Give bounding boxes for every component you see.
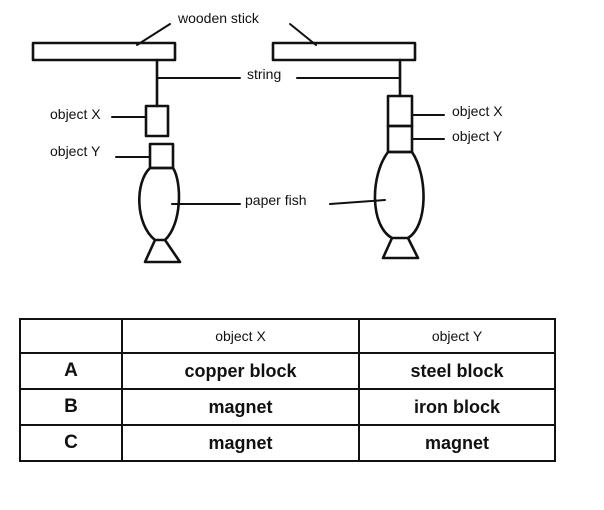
fishing-diagram: wooden stick string object X object Y pa… (31, 10, 503, 264)
cell-object-y-c: magnet (358, 424, 556, 462)
option-label-a: A (19, 352, 123, 390)
pointer-wooden-stick-right (289, 23, 317, 46)
table-header-row: object X object Y (19, 318, 556, 354)
label-object-x-right: object X (452, 103, 503, 119)
left-paper-fish-tail (143, 238, 182, 264)
label-wooden-stick: wooden stick (177, 10, 260, 26)
label-string: string (247, 66, 281, 82)
label-object-y-left: object Y (50, 143, 101, 159)
header-cell-object-y: object Y (358, 318, 556, 354)
answer-table: object X object Y A copper block steel b… (19, 318, 556, 462)
cell-object-x-c: magnet (121, 424, 360, 462)
label-object-x-left: object X (50, 106, 101, 122)
option-label-b: B (19, 388, 123, 426)
option-label-c: C (19, 424, 123, 462)
label-paper-fish: paper fish (245, 192, 306, 208)
pointer-wooden-stick-left (136, 23, 171, 46)
right-wooden-stick (271, 41, 417, 62)
label-object-y-right: object Y (452, 128, 503, 144)
right-paper-fish-tail (381, 236, 420, 260)
left-object-x (144, 104, 170, 138)
right-setup (271, 41, 425, 260)
left-wooden-stick (31, 41, 177, 62)
left-setup (31, 41, 182, 264)
right-object-x (386, 94, 414, 128)
pointer-lines (111, 23, 445, 205)
cell-object-x-a: copper block (121, 352, 360, 390)
header-cell-object-x: object X (121, 318, 360, 354)
left-object-y (148, 142, 175, 170)
table-row: B magnet iron block (19, 388, 556, 426)
cell-object-x-b: magnet (121, 388, 360, 426)
table-row: C magnet magnet (19, 424, 556, 462)
right-object-y (386, 124, 414, 154)
cell-object-y-b: iron block (358, 388, 556, 426)
header-cell-empty (19, 318, 123, 354)
pointer-paper-fish-right (329, 199, 386, 205)
cell-object-y-a: steel block (358, 352, 556, 390)
right-paper-fish-body (373, 150, 425, 240)
table-row: A copper block steel block (19, 352, 556, 390)
